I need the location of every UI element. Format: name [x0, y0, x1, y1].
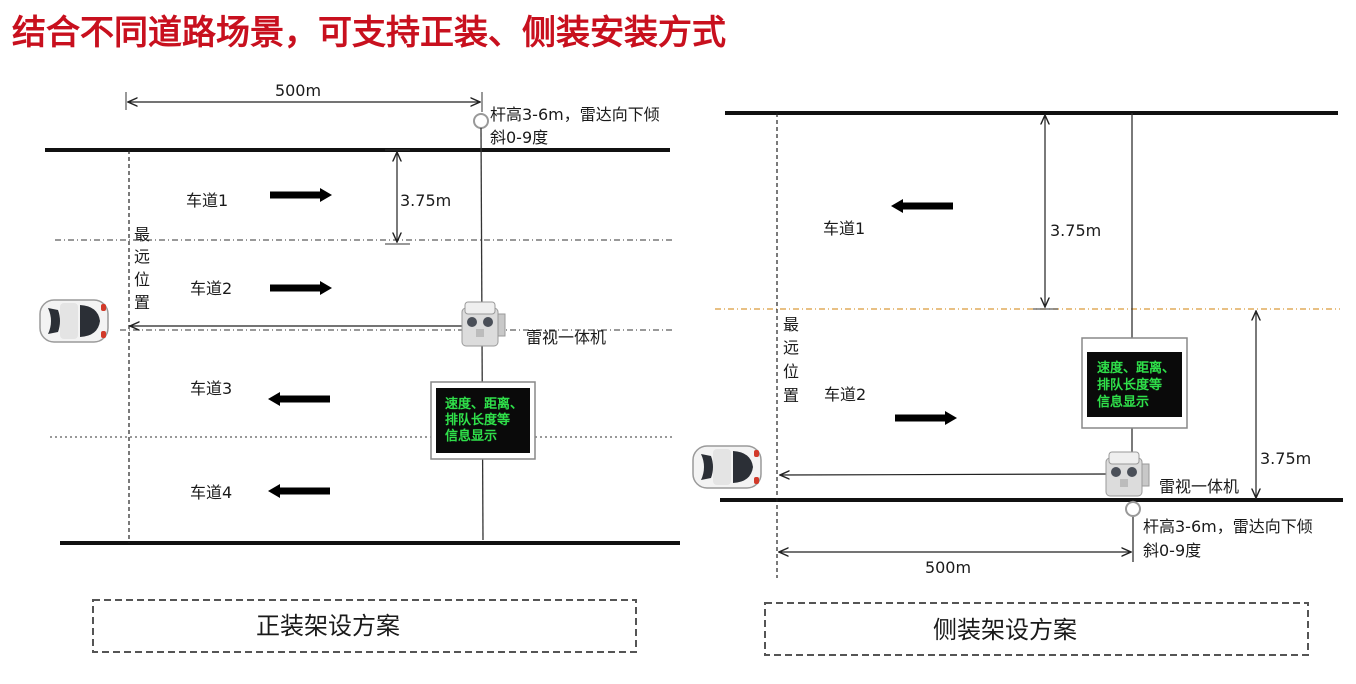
front-farthest-char-3: 位 — [134, 270, 150, 289]
front-farthest-char-1: 最 — [134, 225, 150, 244]
front-farthest-char-4: 置 — [134, 293, 150, 312]
front-distance-label: 500m — [275, 81, 321, 100]
side-farthest-char-4: 置 — [783, 386, 799, 405]
side-sign-line-2: 排队长度等 — [1097, 377, 1162, 393]
front-lane-4-arrow-icon — [268, 484, 330, 498]
side-farthest-char-3: 位 — [783, 362, 799, 381]
front-pole-top-icon — [473, 113, 489, 129]
front-lane-width-label: 3.75m — [400, 191, 451, 210]
front-sign-line-3: 信息显示 — [445, 428, 497, 444]
side-caption-box — [764, 602, 1309, 656]
front-lane-label-3: 车道3 — [190, 379, 232, 398]
front-lane-label-1: 车道1 — [186, 191, 228, 210]
front-radar-camera-icon — [461, 301, 506, 347]
side-lane-2-arrow-icon — [895, 411, 957, 425]
side-distance-label: 500m — [925, 558, 971, 577]
front-lane-label-2: 车道2 — [190, 279, 232, 298]
side-detection-line — [780, 474, 1111, 475]
side-device-label: 雷视一体机 — [1159, 477, 1239, 496]
side-farthest-char-2: 远 — [783, 338, 799, 357]
side-caption: 侧装架设方案 — [933, 616, 1077, 644]
side-sign-line-1: 速度、距离、 — [1097, 360, 1175, 376]
side-radar-camera-icon — [1105, 451, 1150, 497]
side-pole-note-1: 杆高3-6m，雷达向下倾 — [1143, 517, 1313, 536]
front-lane-2-arrow-icon — [270, 281, 332, 295]
side-pole-base-icon — [1125, 501, 1141, 517]
front-caption: 正装架设方案 — [256, 612, 400, 640]
side-lane-label-1: 车道1 — [823, 219, 865, 238]
front-lane-label-4: 车道4 — [190, 483, 232, 502]
front-caption-box — [92, 599, 637, 653]
page-title: 结合不同道路场景，可支持正装、侧装安装方式 — [12, 13, 726, 53]
side-lane-width-label-1: 3.75m — [1050, 221, 1101, 240]
front-lane-3-arrow-icon — [268, 392, 330, 406]
side-pole-note-2: 斜0-9度 — [1143, 541, 1201, 560]
front-device-label: 雷视一体机 — [526, 328, 606, 347]
side-lane-label-2: 车道2 — [824, 385, 866, 404]
front-farthest-char-2: 远 — [134, 247, 150, 266]
side-info-sign: 速度、距离、 排队长度等 信息显示 — [1081, 337, 1188, 429]
front-mount-diagram: 500m 杆高3-6m，雷达向下倾 斜0-9度 最 远 位 置 3.75m 车道… — [39, 81, 680, 653]
side-farthest-char-1: 最 — [783, 315, 799, 334]
front-lane-1-arrow-icon — [270, 188, 332, 202]
side-sign-line-3: 信息显示 — [1097, 394, 1149, 410]
side-mount-diagram: 最 远 位 置 3.75m 3.75m 车道1 车道2 速度、距离、 排队长度等… — [692, 111, 1343, 656]
side-lane-width-label-2: 3.75m — [1260, 449, 1311, 468]
front-car-icon — [39, 299, 109, 343]
front-sign-line-2: 排队长度等 — [445, 412, 510, 428]
front-pole-note-2: 斜0-9度 — [490, 128, 548, 147]
front-pole-note-1: 杆高3-6m，雷达向下倾 — [490, 105, 660, 124]
side-car-icon — [692, 445, 762, 489]
side-lane-1-arrow-icon — [891, 199, 953, 213]
front-sign-line-1: 速度、距离、 — [445, 396, 523, 412]
front-info-sign: 速度、距离、 排队长度等 信息显示 — [430, 381, 536, 460]
